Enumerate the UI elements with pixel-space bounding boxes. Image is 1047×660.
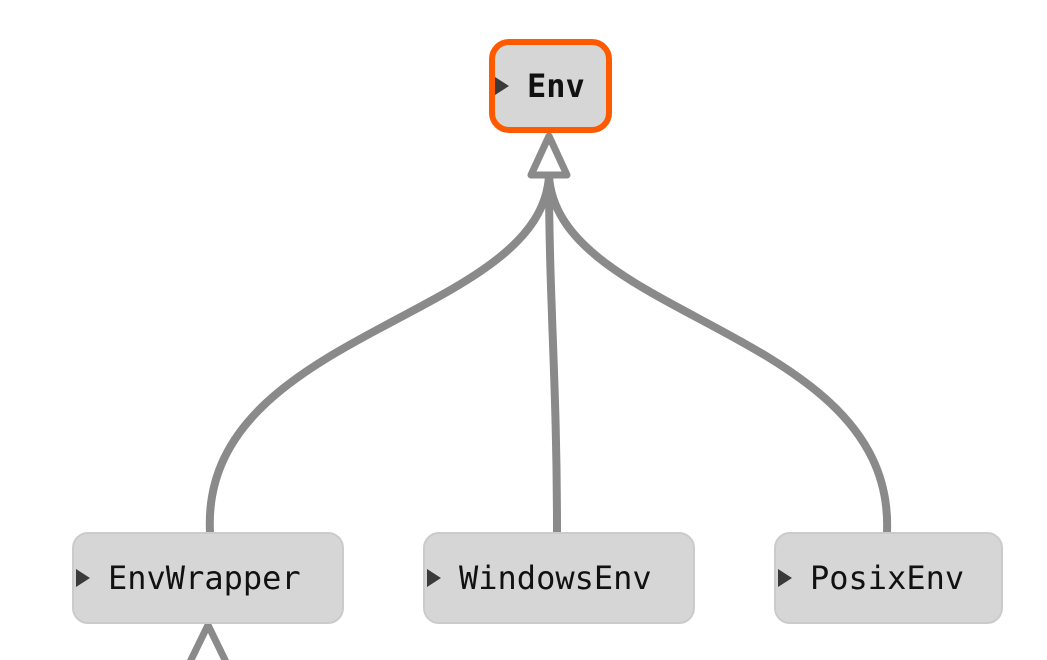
node-label: PosixEnv [810, 559, 965, 597]
node-root[interactable]: Env [489, 39, 612, 133]
edge-envwrapper-to-env [205, 172, 553, 536]
inheritance-arrowhead-root [527, 132, 571, 179]
inheritance-arrowhead-envwrapper [187, 621, 229, 660]
node-label: Env [527, 67, 585, 105]
node-label: WindowsEnv [459, 559, 652, 597]
expand-triangle-icon[interactable] [76, 569, 90, 587]
node-windowsenv[interactable]: WindowsEnv [423, 532, 695, 624]
expand-triangle-icon[interactable] [778, 569, 792, 587]
node-envwrapper[interactable]: EnvWrapper [72, 532, 344, 624]
expand-triangle-icon[interactable] [495, 77, 509, 95]
node-label: EnvWrapper [108, 559, 301, 597]
edge-posixenv-to-env [545, 172, 892, 536]
node-posixenv[interactable]: PosixEnv [774, 532, 1003, 624]
expand-triangle-icon[interactable] [427, 569, 441, 587]
edge-windowsenv-to-env [545, 172, 561, 536]
